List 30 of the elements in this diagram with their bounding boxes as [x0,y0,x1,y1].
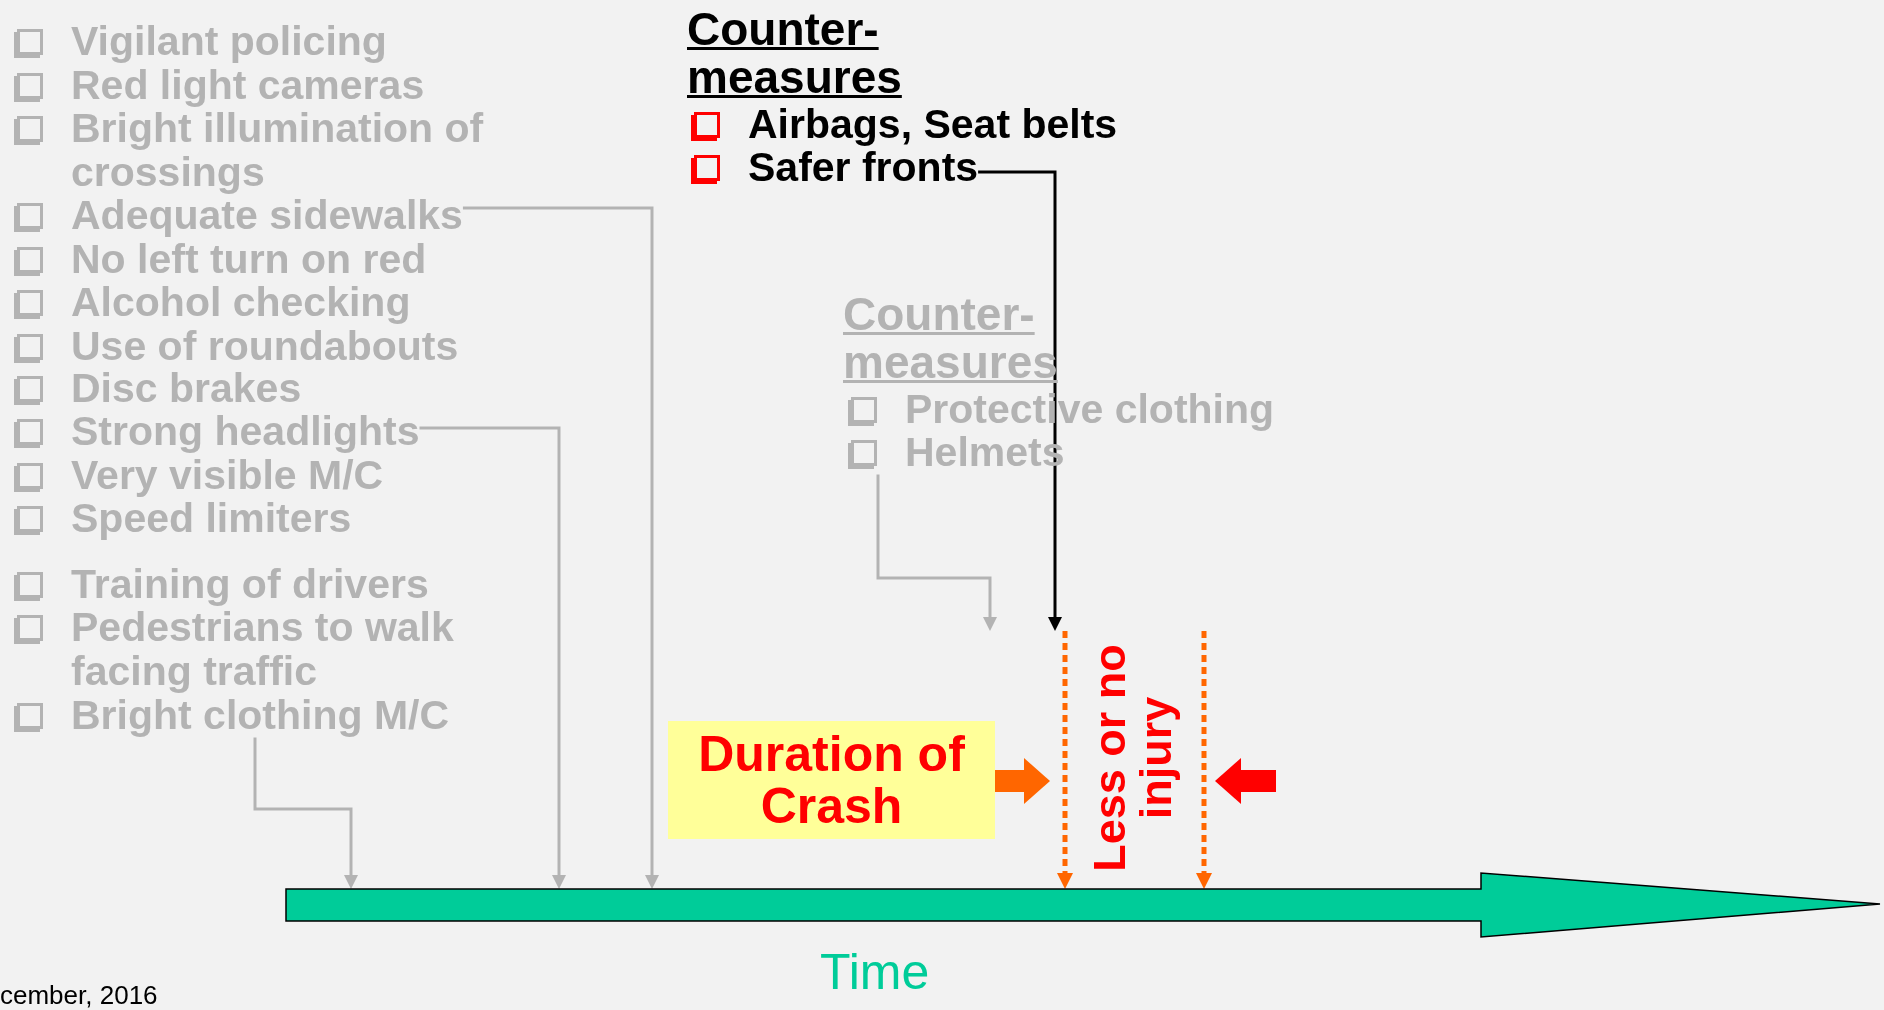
list-item-text: Disc brakes [71,367,302,411]
arrow [995,758,1050,804]
list-item-text: Strong headlights [71,410,420,454]
list-item-text: Bright illumination of crossings [71,107,485,194]
arrow [876,474,997,631]
list-item-text: Use of roundabouts [71,325,459,369]
list-item-text: Alcohol checking [71,281,411,325]
section-heading: Counter- measures [687,5,903,101]
list-item-text: Training of drivers [71,563,429,607]
crash-duration-text: Duration of Crash [697,728,966,832]
list-item-text: Pedestrians to walk facing traffic [71,606,455,693]
arrow [1215,758,1276,804]
list-item-text: Safer fronts [748,146,979,190]
highlight-box [668,721,995,839]
arrow [1057,631,1073,889]
arrow [462,206,659,889]
injury-label: Less or no injury [1086,643,1179,874]
list-item-text: Airbags, Seat belts [748,103,1118,147]
footer-date: cember, 2016 [0,980,158,1010]
list-item-text: Red light cameras [71,64,425,108]
list-item-text: Bright clothing M/C [71,694,450,738]
list-item-text: Very visible M/C [71,454,384,498]
time-label: Time [820,946,930,998]
list-item-text: Vigilant policing [71,20,387,64]
list-item-text: Speed limiters [71,497,352,541]
list-item-text: No left turn on red [71,238,427,282]
arrow [253,737,358,889]
arrow [419,426,566,889]
list-item-text: Adequate sidewalks [71,194,463,238]
arrow [1196,631,1212,889]
